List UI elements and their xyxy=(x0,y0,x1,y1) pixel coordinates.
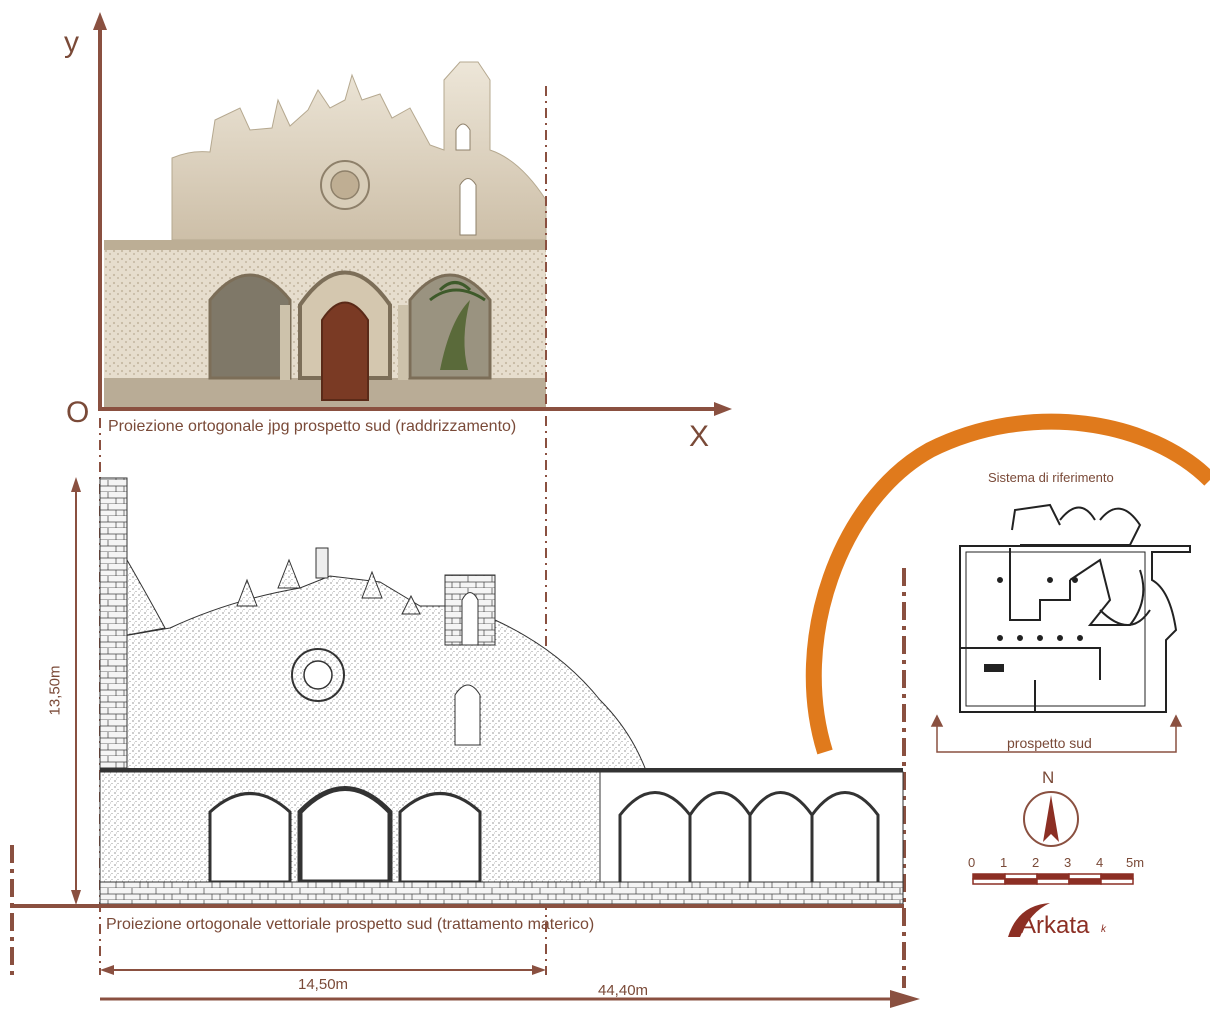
bottom-axis xyxy=(10,477,920,1008)
photo-caption: Proiezione ortogonale jpg prospetto sud … xyxy=(108,418,517,435)
scale-tick-5: 5m xyxy=(1126,855,1145,870)
x-axis-label: X xyxy=(689,420,710,453)
scale-tick-0: 0 xyxy=(968,855,976,870)
origin-label: O xyxy=(66,396,90,429)
reference-lines-bold xyxy=(10,568,906,988)
y-axis-label: y xyxy=(64,26,79,59)
total-width-label: 44,40m xyxy=(598,982,649,999)
scale-tick-4: 4 xyxy=(1096,855,1104,870)
height-dimension-label: 13,50m xyxy=(46,665,64,716)
elevation-bracket xyxy=(930,714,1183,753)
arkata-logo-mark-letter: k xyxy=(1101,924,1106,935)
reference-system-title: Sistema di riferimento xyxy=(988,470,1114,485)
scale-tick-2: 2 xyxy=(1032,855,1040,870)
arkata-logo-text: Arkata xyxy=(1020,912,1090,939)
facade-photo xyxy=(104,61,547,407)
facade-vector xyxy=(99,477,904,905)
north-arrow xyxy=(1023,791,1079,847)
scale-bar xyxy=(972,873,1134,885)
x-axis-arrowhead xyxy=(714,402,732,416)
north-label: N xyxy=(1042,768,1055,787)
elevation-label: prospetto sud xyxy=(1007,735,1092,751)
top-axes xyxy=(93,12,732,416)
photo-width-label: 14,50m xyxy=(298,976,349,993)
scale-tick-1: 1 xyxy=(1000,855,1008,870)
vector-caption: Proiezione ortogonale vettoriale prospet… xyxy=(106,916,595,933)
site-plan xyxy=(959,503,1191,713)
scale-tick-3: 3 xyxy=(1064,855,1072,870)
orange-arc xyxy=(805,413,1210,755)
y-axis-arrowhead xyxy=(93,12,107,30)
arkata-logo-mark xyxy=(1008,903,1050,937)
